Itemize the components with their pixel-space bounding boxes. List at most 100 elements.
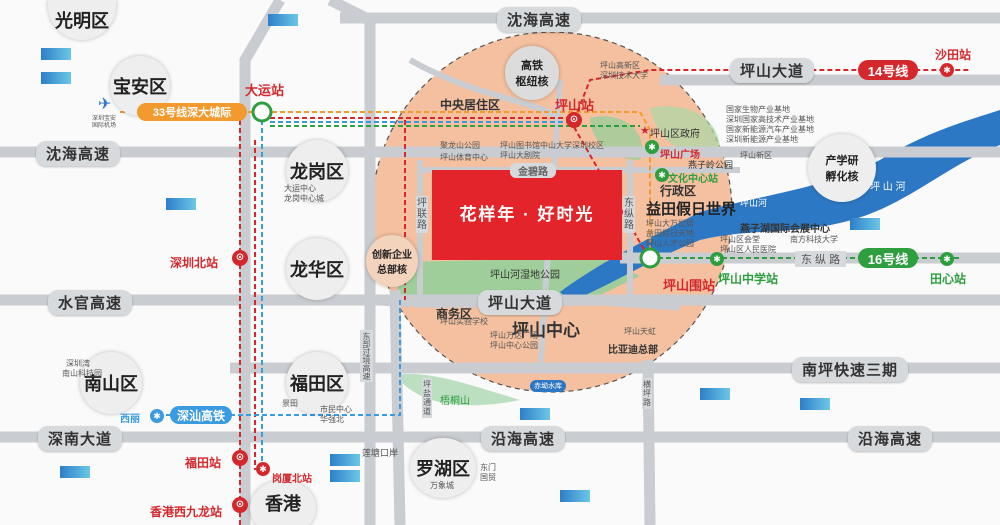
dayun-hub [251,101,273,123]
metro-line33: 33号线深大城际 [137,103,247,121]
poi-techpark4: 深圳新能源产业基地 [726,135,798,144]
project-name: 花样年 · 好时光 [459,205,595,224]
road-shuiguan: 水官高速 [48,290,133,315]
pingshanwei-hub [639,247,661,269]
station-gangxia-north: 岗厦北站 [272,474,312,485]
brand-logo [330,454,360,466]
road-yanhai-coast-right: 沿海高速 [848,426,933,451]
road-pingshan-ave-mid: 坪山大道 [478,290,563,315]
zone-pingshan-center: 坪山中心 [512,321,580,340]
district-longgang: 龙岗区 [286,140,348,202]
zone-byd: 比亚迪总部 [608,345,658,356]
zone-culture-center: 文化中心站 [668,174,718,185]
station-futian: 福田站 [185,456,222,470]
zone-business: 商务区 [436,307,473,321]
poi-school2: 中山大学深圳校区 [540,141,604,150]
road-jinbi: 金碧路 [510,163,556,178]
poi-techpark3: 国家新能源汽车产业基地 [726,125,814,134]
road-pinglian: 坪 联 路 [416,196,428,233]
station-pingshan-middle: 坪山中学站 [718,272,779,286]
station-tianxin: 田心站 [930,272,967,286]
brand-logo [330,470,360,482]
zone-yanzihu: 燕子湖国际会展中心 [740,224,830,235]
road-yanhai-coast-mid: 沿海高速 [481,426,566,451]
poi-museum: 坪山大剧院 [500,151,540,160]
district-luohu: 罗湖区 [410,438,476,498]
zone-reservoir: 赤坳水库 [530,380,566,392]
metro-icon: ✱ [645,140,659,154]
poi-ikea: 坪山天虹 [624,327,656,336]
poi-mall: 坪山万达广场 [490,331,538,340]
road-pingshan-ave-top: 坪山大道 [730,58,815,83]
metro-icon: ✱ [940,63,954,77]
station-hk-west-kowloon: 香港西九龙站 [150,505,223,519]
poi-shopping: 益田假日天地 [646,229,694,238]
poi-sports: 坪山体育中心 [440,153,488,162]
metro-icon: ✱ [655,168,669,182]
poi-school1: 坪山实验学校 [440,317,488,326]
zone-admin: 行政区 [660,184,697,198]
district-guangming: 光明区 [48,0,116,40]
station-xili: 西丽 [120,414,140,425]
station-pingshanwei: 坪山围站 [663,278,716,293]
poi-dongmen: 东门 [480,463,496,472]
brand-logo [268,14,298,26]
district-futian: 福田区 [286,352,348,414]
poi-airport: 深圳宝安 国际机场 [92,116,117,129]
metro-line14: 14号线 [858,60,918,80]
station-shaxi: 沙田站 [935,48,972,62]
poi-jingtian: 景田 [282,399,298,408]
poi-lianbang: 莲塘口岸 [362,448,399,458]
poi-train-yard: 深圳技术大学 [600,71,648,80]
railway-station-icon: ⊙ [566,112,582,128]
brand-logo [41,48,71,60]
poi-tianhong: 坪山大万世居 [646,219,694,228]
core-railhub: 高铁 枢纽核 [505,46,559,100]
poi-longgang-center: 龙岗中心城 [284,194,324,203]
road-hengping: 横 坪 路 [642,378,652,409]
core-innovation: 创新企业 总部核 [366,235,418,287]
poi-huaqiang: 华强北 [320,415,344,424]
poi-biotech: 坪山高新区 [600,61,640,70]
core-chanxueyan: 产学研 孵化核 [808,134,876,202]
railway-station-icon: ⊙ [232,450,248,466]
railway-station-icon: ⊙ [232,250,248,266]
poi-techpark: 国家生物产业基地 [726,105,790,114]
poi-park: 聚龙山公园 [440,141,480,150]
station-pingshan: 坪山站 [555,98,595,113]
zone-pingshan-square: 坪山广场 [660,150,700,161]
project-block [432,170,622,260]
road-shennan: 深南大道 [38,426,123,451]
river-label-small: 坪山河 [740,198,768,208]
metro-icon: ✱ [256,462,270,476]
poi-nanshan-kejiyuan: 南山科技园 [62,369,102,378]
road-dongzong: 东 纵 路 [623,196,635,233]
railway-station-icon: ⊙ [232,497,248,513]
poi-hotel: 坪山人才公园 [646,239,694,248]
road-dongzong-right: 东 纵 路 [795,251,847,267]
road-yanhai-left: 沈海高速 [36,141,121,166]
zone-yitian: 益田假日世界 [646,201,737,218]
district-hongkong: 香港 [250,480,316,525]
brand-logo [700,388,730,400]
brand-logo [166,198,196,210]
star-icon: ★ [640,125,650,137]
brand-logo [60,466,90,478]
district-longhua: 龙华区 [286,238,348,300]
road-yanhai-top: 沈海高速 [497,7,582,32]
poi-shenzhen-bay: 深圳湾 [66,359,90,368]
brand-logo [850,218,880,230]
zone-wutong: 梧桐山 [440,396,470,407]
poi-hospital: 坪山区人民医院 [720,245,776,254]
metro-line16: 16号线 [858,248,918,268]
metro-icon: ✱ [150,409,164,423]
metro-shenshan: 深汕高铁 [170,406,232,424]
metro-icon: ✱ [940,252,954,266]
poi-wanxiang: 万象城 [430,481,454,490]
pingshan-river [560,110,1000,302]
brand-logo [800,398,830,410]
poi-techpark2: 深圳国家高技术产业基地 [726,115,814,124]
poi-daxue: 南方科技大学 [790,235,838,244]
metro-icon: ✱ [710,252,724,266]
